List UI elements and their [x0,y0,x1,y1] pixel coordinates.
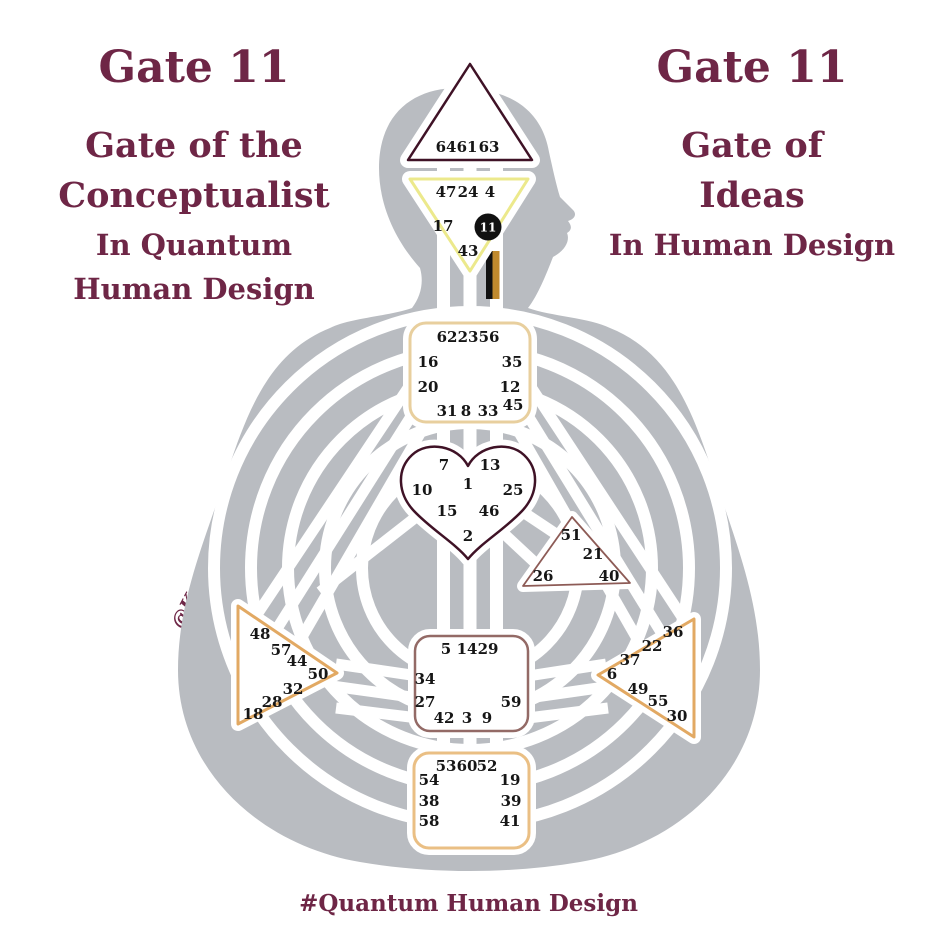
gate-49: 49 [628,680,649,698]
gate-11-channel-bar [486,251,500,299]
gate-58: 58 [419,812,440,830]
gate-35: 35 [502,353,523,371]
gate-11-highlighted: 11 [480,221,497,235]
gate-5: 5 [441,640,451,658]
gate-7: 7 [439,456,449,474]
gate-4: 4 [485,183,495,201]
left-gate-title: Gate 11 [98,42,290,93]
left-heading: Gate 11 Gate of the Conceptualist In Qua… [18,46,370,319]
gate-24: 24 [458,183,479,201]
gate-55: 55 [648,692,669,710]
gate-38: 38 [419,792,440,810]
gate-8: 8 [461,402,471,420]
gate-13: 13 [480,456,501,474]
will-center: 51 21 26 40 [517,511,636,592]
gate-3: 3 [462,709,472,727]
root-center: 53 60 52 54 19 38 39 58 41 [407,746,536,855]
gate-16: 16 [418,353,439,371]
right-subtitle-line1: Gate of [681,125,823,166]
right-gate-title: Gate 11 [656,42,848,93]
gate-26: 26 [533,567,554,585]
gate-21: 21 [583,545,604,563]
gate-30: 30 [667,707,688,725]
gate-18: 18 [243,705,264,723]
gate-27: 27 [415,693,436,711]
footer-hashtag: #Quantum Human Design [299,890,638,917]
gate-47: 47 [436,183,457,201]
gate-12: 12 [500,378,521,396]
gate-64: 64 [436,138,457,156]
gate-48: 48 [250,625,271,643]
gate-46: 46 [479,502,500,520]
gate-50: 50 [308,665,329,683]
gate-40: 40 [599,567,620,585]
left-subtitle-line2: Conceptualist [58,175,330,216]
g-center: 7 13 1 10 25 15 46 2 [393,439,543,566]
gate-14: 14 [457,640,478,658]
gate-54: 54 [419,771,440,789]
gate-19: 19 [500,771,521,789]
gate-52: 52 [477,757,498,775]
gate-28: 28 [262,693,283,711]
gate-36: 36 [663,623,684,641]
left-context-line1: In Quantum [95,228,293,262]
gate-62: 62 [437,328,458,346]
gate-34: 34 [415,670,436,688]
throat-center: 62 23 56 16 35 20 12 45 31 8 33 [403,316,537,429]
gate-51: 51 [561,526,582,544]
gate-42: 42 [434,709,455,727]
gate-45: 45 [503,396,524,414]
gate-43: 43 [458,242,479,260]
gate-53: 53 [436,757,457,775]
head-center: 64 61 63 [400,56,540,168]
gate-59: 59 [501,693,522,711]
gate-56: 56 [479,328,500,346]
right-heading: Gate 11 Gate of Ideas In Human Design [578,46,926,275]
gate-25: 25 [503,481,524,499]
right-context-line: In Human Design [608,228,896,262]
gate-6: 6 [607,665,617,683]
gate-1: 1 [463,475,473,493]
gate-32: 32 [283,680,304,698]
gate-29: 29 [478,640,499,658]
gate-23: 23 [458,328,479,346]
spleen-center: 48 57 44 50 32 28 18 [231,599,344,731]
gate-31: 31 [437,402,458,420]
gate-11-highlight-circle [474,213,502,241]
gate-9: 9 [482,709,492,727]
gate-37: 37 [620,651,641,669]
gate-33: 33 [478,402,499,420]
gate-60: 60 [457,757,478,775]
solar-plexus-center: 36 22 37 6 49 55 30 [591,612,701,744]
gate-61: 61 [457,138,478,156]
gate-41: 41 [500,812,521,830]
left-subtitle-line1: Gate of the [85,125,303,166]
gate-22: 22 [642,637,663,655]
gate-15: 15 [437,502,458,520]
gate-10: 10 [412,481,433,499]
gate-39: 39 [501,792,522,810]
gate-17: 17 [433,217,454,235]
gate-20: 20 [418,378,439,396]
left-context-line2: Human Design [73,272,315,306]
right-subtitle-line2: Ideas [699,175,805,216]
ajna-center: 47 24 4 17 43 11 [402,171,536,279]
gate-57: 57 [271,641,292,659]
gate-44: 44 [287,652,308,670]
sacral-center: 5 14 29 34 27 59 42 3 9 [408,629,535,738]
gate-63: 63 [479,138,500,156]
gate-2: 2 [463,527,473,545]
